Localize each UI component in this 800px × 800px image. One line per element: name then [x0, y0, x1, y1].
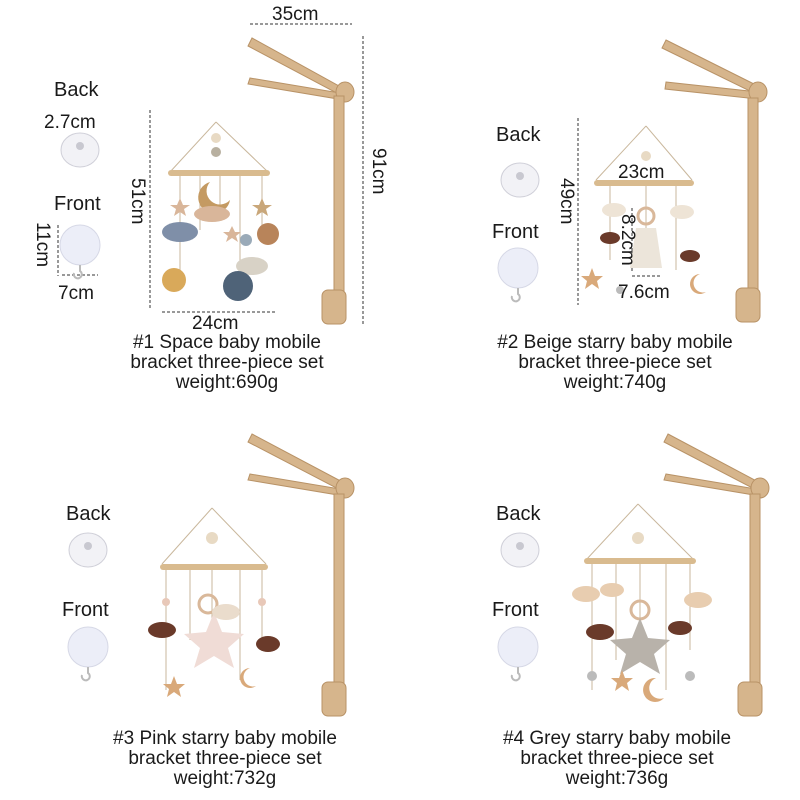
mobile-height-dimension: 49cm — [556, 178, 577, 225]
box-depth-dimension: 2.7cm — [44, 112, 96, 133]
arm-length-dimension: 35cm — [272, 4, 319, 25]
back-label: Back — [496, 124, 541, 146]
space-mobile-illustration — [57, 23, 364, 325]
wooden-bracket — [661, 39, 768, 323]
front-label: Front — [492, 221, 539, 243]
box-height-dimension: 11cm — [32, 222, 53, 268]
back-label: Back — [54, 79, 99, 101]
product-subtitle: bracket three-piece set — [520, 748, 714, 769]
mobile-hanger — [572, 503, 712, 702]
wooden-bracket — [663, 433, 770, 717]
music-box-back-1 — [60, 132, 100, 168]
music-box-back-4 — [500, 532, 540, 568]
music-box-front-3 — [67, 626, 109, 682]
back-label: Back — [496, 503, 541, 525]
box-width-dimension: 7cm — [58, 283, 94, 304]
grey-mobile-illustration — [497, 433, 770, 717]
wooden-bracket — [247, 433, 355, 717]
mobile-width-dimension: 24cm — [192, 313, 239, 334]
beige-mobile-illustration — [497, 39, 768, 323]
product-subtitle: bracket three-piece set — [130, 352, 324, 373]
toy-width-dimension: 7.6cm — [618, 282, 670, 303]
music-box-front-1 — [59, 224, 101, 280]
product-panel-3: Back Front #3 Pink starry baby mobile br… — [0, 400, 400, 800]
product-title: #1 Space baby mobile — [132, 332, 321, 353]
product-caption: #4 Grey starry baby mobile bracket three… — [472, 729, 762, 789]
music-box-front-2 — [497, 247, 539, 303]
front-label: Front — [54, 193, 101, 215]
product-weight: weight:736g — [565, 768, 669, 789]
dimension-lines — [57, 23, 364, 325]
product-weight: weight:732g — [173, 768, 277, 789]
product-title: #2 Beige starry baby mobile — [497, 332, 733, 353]
product-panel-1: Back Front 2.7cm 11cm 7cm 35cm 91cm 51cm… — [0, 0, 400, 400]
product-caption: #3 Pink starry baby mobile bracket three… — [80, 729, 370, 789]
mobile-height-dimension: 51cm — [127, 178, 148, 225]
mobile-width-dimension: 23cm — [618, 162, 665, 183]
mobile-hanger — [162, 121, 279, 301]
product-caption: #2 Beige starry baby mobile bracket thre… — [470, 333, 760, 393]
product-panel-2: Back Front 49cm 23cm 8.2cm 7.6cm #2 Beig… — [400, 0, 800, 400]
stand-height-dimension: 91cm — [368, 148, 389, 195]
wooden-bracket — [247, 37, 355, 325]
product-caption: #1 Space baby mobile bracket three-piece… — [92, 333, 362, 393]
music-box-front-4 — [497, 626, 539, 682]
mobile-hanger — [148, 507, 280, 697]
product-title: #4 Grey starry baby mobile — [502, 728, 732, 749]
music-box-back-2 — [500, 162, 540, 198]
back-label: Back — [66, 503, 111, 525]
product-panel-4: Back Front #4 Grey starry baby mobile br… — [400, 400, 800, 800]
pink-mobile-illustration — [67, 433, 355, 717]
music-box-back-3 — [68, 532, 108, 568]
toy-height-dimension: 8.2cm — [617, 214, 638, 266]
product-subtitle: bracket three-piece set — [128, 748, 322, 769]
product-weight: weight:740g — [563, 372, 667, 393]
product-weight: weight:690g — [175, 372, 279, 393]
product-title: #3 Pink starry baby mobile — [113, 728, 337, 749]
front-label: Front — [62, 599, 109, 621]
mobile-hanger — [581, 125, 706, 294]
product-subtitle: bracket three-piece set — [518, 352, 712, 373]
front-label: Front — [492, 599, 539, 621]
